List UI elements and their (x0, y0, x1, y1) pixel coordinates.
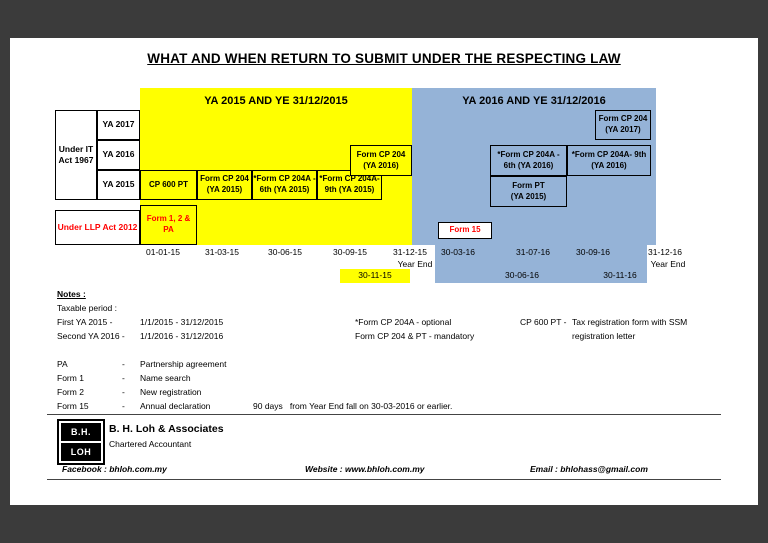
form-1-2-pa-box: Form 1, 2 & PA (140, 205, 197, 245)
note-registration-letter: registration letter (572, 331, 636, 341)
note-cp600pt-term: CP 600 PT - (520, 317, 567, 327)
taxable-period-label: Taxable period : (57, 303, 118, 313)
ya2016-label: YA 2016 (97, 140, 140, 170)
facebook-contact: Facebook : bhloh.com.my (62, 464, 167, 474)
cp204-ya2016-box: Form CP 204 (YA 2016) (350, 145, 412, 176)
note-cp204pt-mandatory: Form CP 204 & PT - mandatory (355, 331, 475, 341)
def-desc: Annual declaration (140, 401, 211, 411)
timeline-date: 30-09-16 (575, 247, 611, 257)
def-term: Form 15 (57, 401, 89, 411)
timeline-date: 30-06-15 (267, 247, 303, 257)
company-name: B. H. Loh & Associates (109, 423, 224, 435)
def-dash: - (122, 373, 125, 383)
note-cp204a-optional: *Form CP 204A - optional (355, 317, 452, 327)
note-cp600pt-desc: Tax registration form with SSM (572, 317, 688, 327)
timeline-date: 01-01-15 (145, 247, 181, 257)
footer-divider-top (47, 414, 721, 415)
ya2016-blue-region-lower (435, 245, 647, 283)
year-end-label: Year End (397, 259, 433, 269)
cp204a-9th-ya2016-box: *Form CP 204A- 9th (YA 2016) (567, 145, 651, 176)
bhloh-logo: B.H. LOH (57, 419, 105, 465)
note-first-ya: First YA 2015 - (57, 317, 113, 327)
cp204a-6th-ya2015-box: *Form CP 204A - 6th (YA 2015) (252, 170, 317, 200)
cp204-ya2015-box: Form CP 204 (YA 2015) (197, 170, 252, 200)
def-term: Form 2 (57, 387, 84, 397)
def-dash: - (122, 401, 125, 411)
strip-date: 30-11-15 (358, 270, 392, 280)
ya2015-region-header: YA 2015 AND YE 31/12/2015 (204, 95, 348, 107)
logo-text-bh: B.H. (61, 423, 101, 441)
note-second-ya-period: 1/1/2016 - 31/12/2016 (140, 331, 224, 341)
strip-date: 30-11-16 (603, 270, 637, 280)
cp600pt-box: CP 600 PT (140, 170, 197, 200)
ya2015-label: YA 2015 (97, 170, 140, 200)
page-title: WHAT AND WHEN RETURN TO SUBMIT UNDER THE… (147, 51, 621, 66)
notes-heading: Notes : (57, 289, 86, 299)
def-term: PA (57, 359, 68, 369)
timeline-date: 31-03-15 (204, 247, 240, 257)
ya2016-region-header: YA 2016 AND YE 31/12/2016 (462, 95, 606, 107)
company-subtitle: Chartered Accountant (109, 439, 192, 449)
note-second-ya: Second YA 2016 - (57, 331, 125, 341)
def-extra-90days: 90 days from Year End fall on 30-03-2016… (253, 401, 453, 411)
cp204a-6th-ya2016-box: *Form CP 204A - 6th (YA 2016) (490, 145, 567, 176)
website-contact: Website : www.bhloh.com.my (305, 464, 425, 474)
ya2017-label: YA 2017 (97, 110, 140, 140)
ya2015-yellow-strip (340, 269, 410, 283)
def-desc: Name search (140, 373, 191, 383)
under-it-act-label: Under IT Act 1967 (55, 110, 97, 200)
form-15-box: Form 15 (438, 222, 492, 239)
def-desc: Partnership agreement (140, 359, 227, 369)
strip-date: 30-06-16 (504, 270, 540, 280)
def-desc: New registration (140, 387, 202, 397)
form-pt-box: Form PT (YA 2015) (490, 176, 567, 207)
document-page: WHAT AND WHEN RETURN TO SUBMIT UNDER THE… (10, 38, 758, 505)
def-dash: - (122, 387, 125, 397)
timeline-date: 31-07-16 (515, 247, 551, 257)
timeline-date: 30-09-15 (332, 247, 368, 257)
footer-divider-bottom (47, 479, 721, 480)
timeline-date: 31-12-16 (647, 247, 683, 257)
cp204-ya2017-box: Form CP 204 (YA 2017) (595, 110, 651, 140)
timeline-date: 30-03-16 (440, 247, 476, 257)
logo-text-loh: LOH (61, 443, 101, 461)
note-first-ya-period: 1/1/2015 - 31/12/2015 (140, 317, 224, 327)
email-contact: Email : bhlohass@gmail.com (530, 464, 648, 474)
def-term: Form 1 (57, 373, 84, 383)
year-end-label: Year End (650, 259, 686, 269)
timeline-date: 31-12-15 (392, 247, 428, 257)
under-llp-act-label: Under LLP Act 2012 (55, 210, 140, 245)
def-dash: - (122, 359, 125, 369)
